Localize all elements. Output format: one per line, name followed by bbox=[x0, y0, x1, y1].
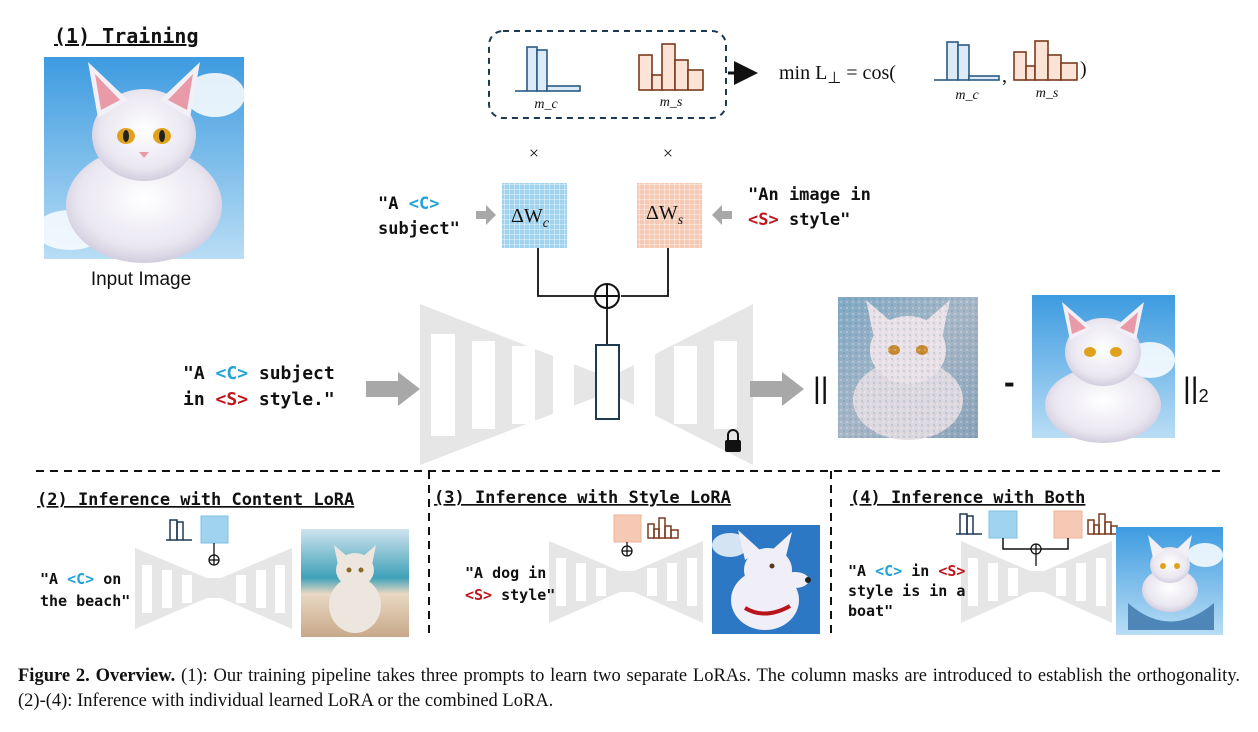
section4-output-image bbox=[1116, 527, 1223, 635]
times-s: × bbox=[663, 143, 673, 163]
caption-bold: Overview. bbox=[95, 666, 176, 686]
prompt-s: "An image in <S> style" bbox=[748, 185, 881, 230]
times-c: × bbox=[529, 143, 539, 163]
unet-main bbox=[420, 304, 753, 465]
prompt-c-arrow bbox=[476, 205, 496, 225]
section3-prompt: "A dog in <S> style" bbox=[465, 564, 555, 604]
section4-prompt: "A <C> in <S> style is in a boat" bbox=[848, 562, 974, 620]
delta-wc-label: ΔWc bbox=[511, 205, 550, 231]
section3-style-lora-block bbox=[613, 514, 642, 543]
norm-close: ||2 bbox=[1183, 372, 1209, 406]
noisy-output-image bbox=[838, 297, 978, 440]
loss-close: ) bbox=[1080, 58, 1087, 80]
section3-style-mask-icon bbox=[647, 517, 679, 539]
loss-mask-s-label: m_s bbox=[1036, 86, 1059, 101]
section4-title: (4) Inference with Both bbox=[850, 488, 1085, 508]
input-image-label: Input Image bbox=[91, 269, 191, 290]
input-image bbox=[35, 57, 245, 263]
target-image bbox=[1032, 295, 1175, 443]
caption-label: Figure 2. bbox=[18, 666, 90, 686]
section2-content-mask-icon bbox=[166, 519, 192, 541]
section4-style-lora-block bbox=[1053, 510, 1083, 539]
section3-oplus-icon bbox=[621, 542, 633, 557]
delta-ws-label: ΔWs bbox=[646, 202, 684, 228]
figure-caption: Figure 2. Overview. (1): Our training pi… bbox=[18, 664, 1240, 714]
content-mask-icon bbox=[515, 46, 581, 92]
loss-comma: , bbox=[1002, 65, 1007, 87]
section2-title: (2) Inference with Content LoRA bbox=[37, 490, 354, 510]
loss-mask-c-label: m_c bbox=[955, 88, 979, 103]
section4-content-mask-icon bbox=[956, 513, 982, 535]
mask-box bbox=[488, 30, 727, 119]
section2-oplus-icon bbox=[208, 543, 220, 566]
loss-content-mask-icon bbox=[934, 41, 1000, 81]
output-arrow bbox=[750, 372, 804, 406]
prompt-main-arrow bbox=[366, 372, 420, 406]
loss-style-mask-icon bbox=[1013, 40, 1078, 81]
section3-title: (3) Inference with Style LoRA bbox=[434, 488, 731, 508]
section4-unet bbox=[961, 541, 1112, 623]
oplus-icon bbox=[594, 283, 620, 309]
section3-unet bbox=[549, 541, 703, 623]
section1-title: (1) Training bbox=[54, 24, 199, 48]
norm-open: || bbox=[813, 372, 829, 405]
section3-output-image bbox=[712, 525, 820, 634]
mask-s-label: m_s bbox=[660, 95, 683, 110]
section2-content-lora-block bbox=[200, 515, 229, 544]
delta-wc-block bbox=[502, 183, 567, 248]
norm-minus: - bbox=[1004, 364, 1015, 400]
section4-oplus-icon bbox=[1030, 543, 1042, 566]
merge-lines bbox=[537, 248, 669, 297]
lock-icon bbox=[725, 429, 741, 452]
style-mask-icon bbox=[638, 43, 704, 91]
section2-output-image bbox=[301, 529, 409, 637]
section4-style-mask-icon bbox=[1087, 513, 1118, 535]
mask-c-label: m_c bbox=[534, 97, 558, 112]
section4-merge-lines bbox=[1002, 538, 1069, 550]
section2-unet bbox=[135, 548, 292, 629]
caption-text: (1): Our training pipeline takes three p… bbox=[18, 666, 1240, 711]
delta-ws-block bbox=[637, 183, 702, 248]
prompt-main: "A <C> subject in <S> style." bbox=[183, 363, 346, 410]
loss-formula: min L⊥ = cos( bbox=[779, 62, 896, 87]
section2-prompt: "A <C> on the beach" bbox=[40, 570, 130, 610]
prompt-c: "A <C> subject" bbox=[378, 194, 460, 239]
prompt-s-arrow bbox=[712, 205, 732, 225]
section4-content-lora-block bbox=[988, 510, 1018, 539]
